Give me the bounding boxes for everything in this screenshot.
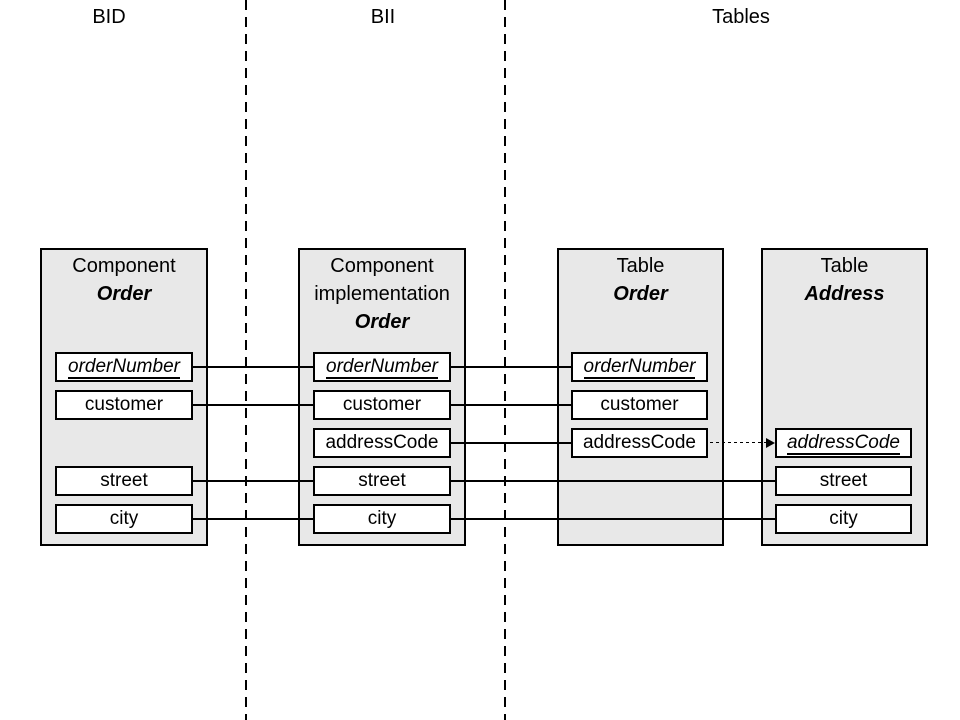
field-label: orderNumber	[68, 356, 180, 379]
connector-city-2	[451, 518, 775, 520]
field-label: customer	[342, 394, 422, 415]
field-label: city	[829, 508, 858, 529]
connector-street-1	[193, 480, 313, 482]
field-component-order-customer: customer	[55, 390, 193, 420]
connector-street-2	[451, 480, 775, 482]
field-label: city	[367, 508, 397, 529]
title-table-address: Table Address	[761, 252, 928, 308]
connector-addresscode-1	[451, 442, 571, 444]
arrowhead-icon	[766, 438, 775, 448]
field-table-order-ordernumber: orderNumber	[571, 352, 708, 382]
title-line-emphasis: Order	[354, 311, 410, 333]
box-table-address	[761, 248, 928, 546]
title-line: Table	[820, 255, 869, 277]
title-line: Component	[72, 255, 176, 277]
field-component-order-ordernumber: orderNumber	[55, 352, 193, 382]
field-label: addressCode	[786, 432, 901, 455]
field-component-impl-street: street	[313, 466, 451, 496]
field-label: customer	[600, 394, 679, 415]
title-table-order: Table Order	[557, 252, 724, 308]
connector-ordernumber-2	[451, 366, 571, 368]
lane-separator-bii-tables	[504, 0, 506, 720]
field-label: addressCode	[325, 432, 439, 453]
field-table-address-city: city	[775, 504, 912, 534]
field-component-order-city: city	[55, 504, 193, 534]
field-label: city	[109, 508, 139, 529]
title-line: implementation	[314, 283, 450, 305]
field-table-order-addresscode: addressCode	[571, 428, 708, 458]
field-table-address-street: street	[775, 466, 912, 496]
field-component-impl-ordernumber: orderNumber	[313, 352, 451, 382]
field-label: street	[100, 470, 148, 491]
title-line-emphasis: Order	[96, 283, 152, 305]
lane-label-bid: BID	[92, 6, 126, 28]
connector-customer-1	[193, 404, 313, 406]
field-label: orderNumber	[326, 356, 438, 379]
title-line: Component	[330, 255, 434, 277]
field-label: customer	[84, 394, 164, 415]
field-component-impl-addresscode: addressCode	[313, 428, 451, 458]
connector-ordernumber-1	[193, 366, 313, 368]
field-label: addressCode	[582, 432, 697, 453]
field-table-address-addresscode: addressCode	[775, 428, 912, 458]
field-component-impl-customer: customer	[313, 390, 451, 420]
field-component-order-street: street	[55, 466, 193, 496]
field-label: street	[358, 470, 406, 491]
connector-customer-2	[451, 404, 571, 406]
field-component-impl-city: city	[313, 504, 451, 534]
title-line-emphasis: Address	[804, 283, 885, 305]
lane-label-tables: Tables	[712, 6, 770, 28]
lane-separator-bid-bii	[245, 0, 247, 720]
connector-city-1	[193, 518, 313, 520]
connector-addresscode-dashed	[710, 442, 766, 443]
title-component-order: Component Order	[40, 252, 208, 308]
title-line-emphasis: Order	[613, 283, 668, 305]
lane-label-bii: BII	[370, 6, 396, 28]
title-line: Table	[616, 255, 665, 277]
field-label: street	[819, 470, 868, 491]
field-table-order-customer: customer	[571, 390, 708, 420]
title-component-implementation-order: Component implementation Order	[298, 252, 466, 336]
field-label: orderNumber	[583, 356, 696, 379]
